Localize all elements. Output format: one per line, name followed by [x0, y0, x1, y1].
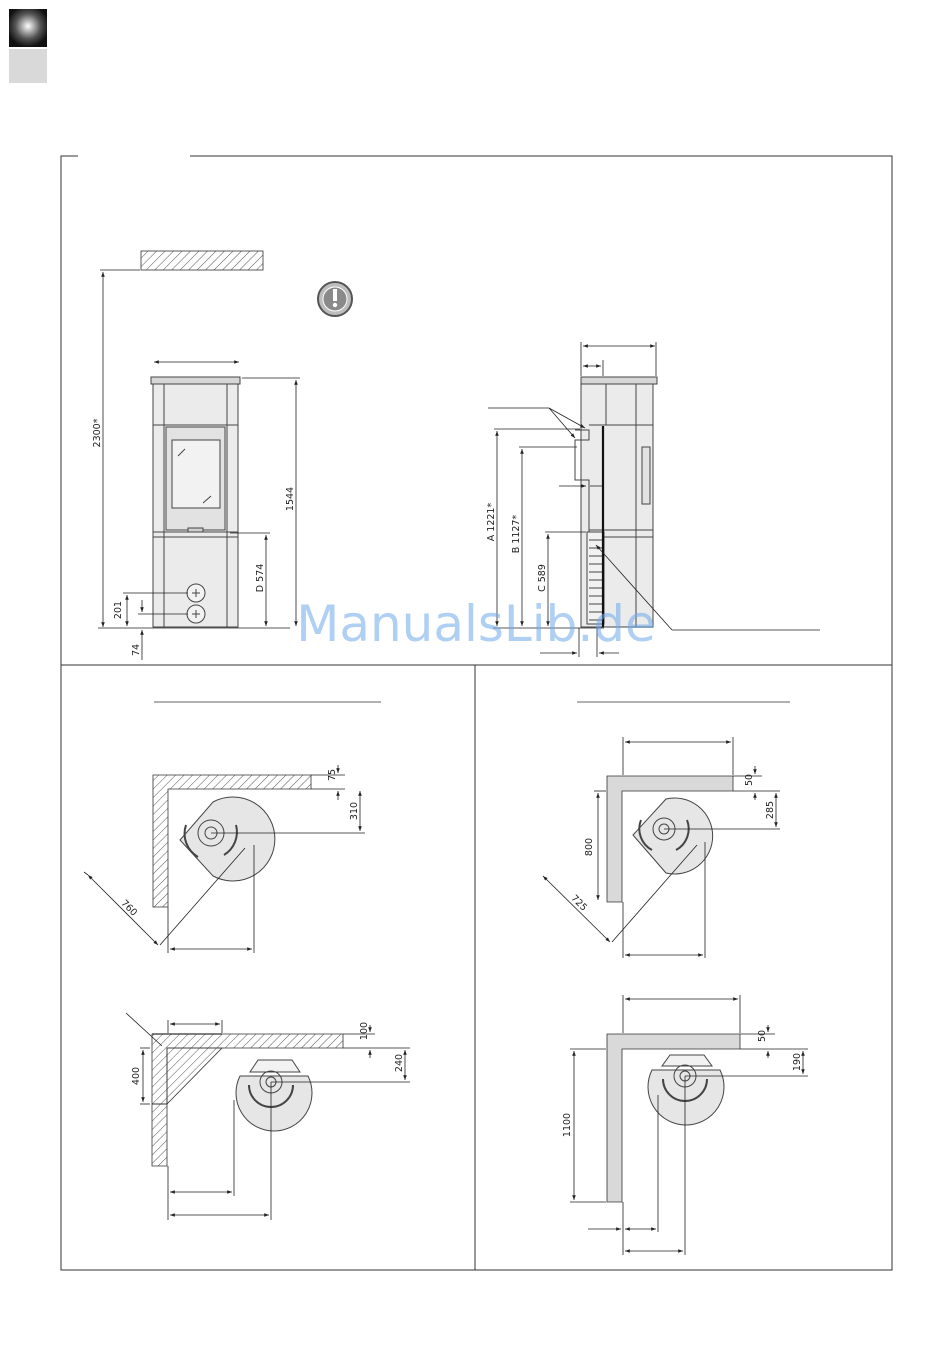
dim-p3-wall: 400: [131, 1067, 142, 1085]
stove-plan: [648, 1055, 724, 1125]
stove-front: [151, 377, 240, 627]
orb-icon: [9, 9, 47, 47]
dim-a: A 1221*: [486, 503, 497, 542]
warning-icon: [318, 282, 352, 316]
dim-p3-side: 240: [394, 1054, 405, 1072]
dim-c: C 589: [537, 564, 548, 592]
dim-p2-diag: 725: [568, 893, 589, 914]
dim-p1-side: 310: [349, 802, 360, 820]
drawing-frame: [61, 156, 892, 1270]
corner-panel-3: 100 240 400: [126, 1013, 410, 1220]
dim-d: D 574: [255, 564, 266, 592]
dim-p1-diag: 760: [118, 898, 139, 919]
dim-p4-top: 50: [757, 1030, 768, 1042]
stove-plan: [633, 798, 713, 874]
corner-panel-4: 50 190 1100: [562, 995, 808, 1255]
dim-p1-top: 75: [327, 769, 338, 781]
stove-side: [575, 377, 657, 627]
dim-lower-outlet: 74: [131, 644, 142, 656]
grey-tab: [9, 49, 47, 83]
dim-clearance-ceiling: 2300*: [92, 418, 103, 447]
dim-p2-side: 285: [765, 801, 776, 819]
dim-p3-top: 100: [359, 1022, 370, 1040]
dim-p4-wall: 1100: [562, 1113, 573, 1137]
stove-plan: [236, 1060, 312, 1131]
dim-height: 1544: [285, 487, 296, 511]
ceiling-hatch: [141, 251, 263, 270]
dim-p2-wall: 800: [584, 838, 595, 856]
corner-infill-hatch: [167, 1048, 222, 1104]
dim-b: B 1127*: [511, 515, 522, 554]
corner-panel-1: 75 310 760: [84, 702, 381, 953]
corner-panel-2: 50 285 800 725: [543, 702, 790, 958]
dim-upper-outlet: 201: [113, 601, 124, 619]
dim-p2-top: 50: [744, 774, 755, 786]
watermark: ManualsLib.de: [296, 595, 656, 653]
corner-badge: [9, 9, 47, 83]
dim-p4-side: 190: [792, 1053, 803, 1071]
